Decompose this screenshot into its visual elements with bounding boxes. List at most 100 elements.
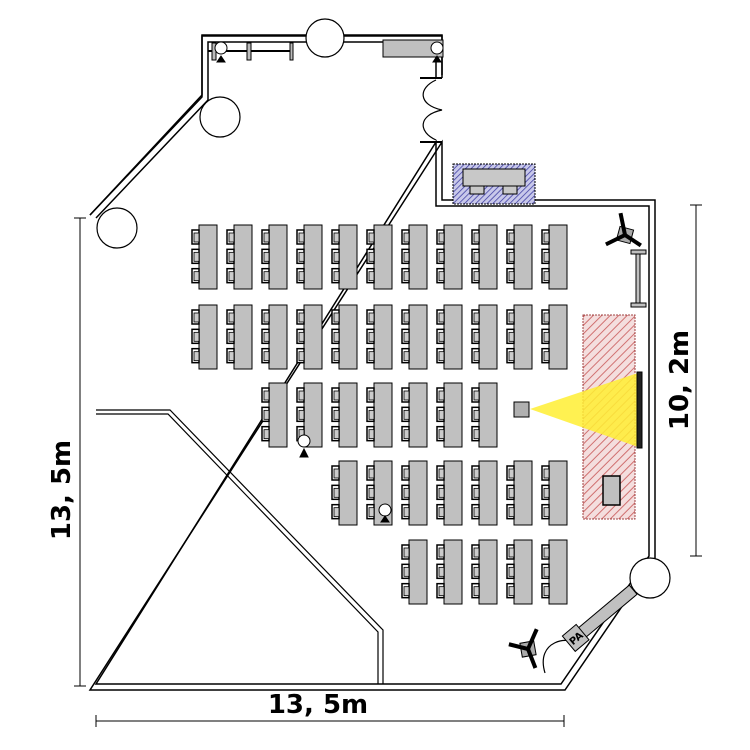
chair — [296, 267, 305, 284]
chair — [296, 406, 305, 423]
whiteboard — [630, 249, 647, 308]
chair — [401, 309, 410, 325]
chair — [366, 347, 375, 364]
chair — [436, 465, 445, 481]
chair — [366, 406, 375, 423]
chair — [471, 347, 480, 364]
chair — [226, 248, 235, 265]
chair — [471, 387, 480, 403]
dimension-bottom — [95, 715, 565, 727]
chair — [436, 484, 445, 501]
column — [96, 207, 138, 249]
table — [233, 304, 253, 370]
double-door — [422, 79, 443, 141]
chair — [226, 328, 235, 345]
chair — [471, 484, 480, 501]
chair — [436, 406, 445, 423]
table — [478, 224, 498, 290]
chair — [331, 387, 340, 403]
table — [338, 224, 358, 290]
chair — [366, 229, 375, 245]
chair — [541, 267, 550, 284]
chair — [506, 248, 515, 265]
table-with-chairs — [261, 224, 288, 290]
table — [443, 382, 463, 448]
chair — [366, 425, 375, 442]
table-with-chairs — [541, 304, 568, 370]
table — [303, 304, 323, 370]
chair — [471, 309, 480, 325]
chair — [401, 582, 410, 599]
table — [443, 539, 463, 605]
table-with-chairs — [261, 304, 288, 370]
table — [338, 460, 358, 526]
chair — [331, 309, 340, 325]
chair — [541, 309, 550, 325]
table — [233, 224, 253, 290]
table-with-chairs — [401, 539, 428, 605]
chair — [401, 425, 410, 442]
chair — [471, 582, 480, 599]
table — [478, 382, 498, 448]
chair — [261, 328, 270, 345]
table — [373, 304, 393, 370]
chair — [541, 544, 550, 560]
table-with-chairs — [541, 224, 568, 290]
chair — [226, 347, 235, 364]
lamp-icon — [430, 41, 444, 63]
table — [338, 382, 358, 448]
chair — [261, 309, 270, 325]
dimension-right — [690, 204, 702, 557]
chair — [436, 425, 445, 442]
chair — [366, 328, 375, 345]
table-with-chairs — [506, 539, 533, 605]
projection-screen — [636, 371, 643, 449]
chair — [506, 563, 515, 580]
chair — [436, 503, 445, 520]
table — [338, 304, 358, 370]
table — [548, 460, 568, 526]
chair — [541, 484, 550, 501]
table-with-chairs — [366, 224, 393, 290]
chair — [401, 267, 410, 284]
chair — [506, 582, 515, 599]
chair — [296, 328, 305, 345]
table-with-chairs — [436, 539, 463, 605]
chair — [366, 503, 375, 520]
chair — [471, 248, 480, 265]
chair — [261, 387, 270, 403]
table-with-chairs — [366, 304, 393, 370]
chair — [401, 229, 410, 245]
chair — [401, 544, 410, 560]
table-with-chairs — [226, 224, 253, 290]
chair — [296, 347, 305, 364]
chair — [471, 425, 480, 442]
table — [548, 304, 568, 370]
chair — [471, 465, 480, 481]
chair — [261, 347, 270, 364]
table-with-chairs — [471, 460, 498, 526]
chair — [541, 465, 550, 481]
chair — [191, 309, 200, 325]
projector — [513, 401, 530, 418]
lectern — [602, 475, 621, 506]
table — [268, 382, 288, 448]
chair — [506, 267, 515, 284]
table-with-chairs — [366, 382, 393, 448]
chair — [541, 347, 550, 364]
table-with-chairs — [541, 460, 568, 526]
table — [198, 304, 218, 370]
chair — [506, 229, 515, 245]
table-with-chairs — [506, 304, 533, 370]
chair — [506, 544, 515, 560]
chair — [436, 347, 445, 364]
table — [443, 460, 463, 526]
chair — [366, 484, 375, 501]
table — [443, 304, 463, 370]
chair — [436, 248, 445, 265]
chair — [401, 328, 410, 345]
chair — [331, 347, 340, 364]
table — [268, 224, 288, 290]
table — [548, 224, 568, 290]
